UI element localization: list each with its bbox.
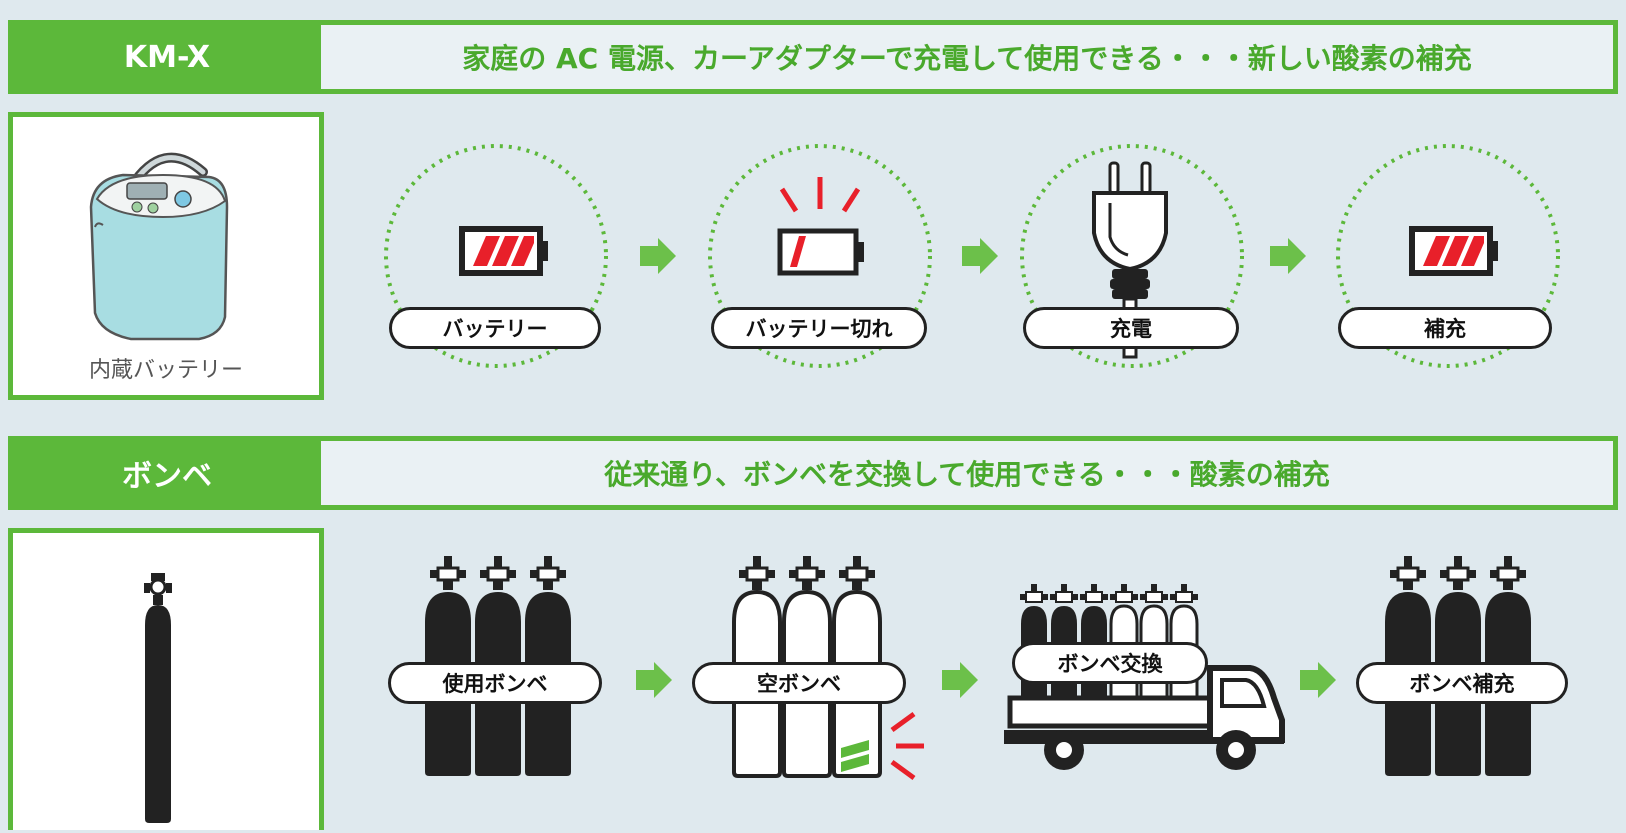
arrow-right-icon [640,238,676,274]
power-plug-icon [1092,161,1168,359]
arrow-right-icon [1270,238,1306,274]
kmx-step-label: 補充 [1338,307,1552,349]
cylinder-step-exchange: ボンベ交換 [1004,580,1294,780]
single-cylinder-icon [144,573,172,823]
battery-full-icon [459,226,548,276]
kmx-header: KM-X 家庭の AC 電源、カーアダプターで充電して使用できる・・・新しい酸素… [8,20,1618,94]
kmx-step-label: バッテリー切れ [711,307,927,349]
cylinder-header: ボンベ 従来通り、ボンベを交換して使用できる・・・酸素の補充 [8,436,1618,510]
dotted-circle [384,144,608,368]
battery-empty-icon [777,177,864,276]
kmx-tag: KM-X [13,25,321,89]
portable-concentrator-icon [89,152,229,341]
cylinder-step-empty: 空ボンベ [692,550,932,785]
cylinder-step-in-use: 使用ボンベ [388,550,608,785]
kmx-device-box: 内蔵バッテリー [8,112,324,400]
kmx-device-label: 内蔵バッテリー [88,358,243,383]
arrow-right-icon [962,238,998,274]
cylinder-device-box [8,528,324,830]
kmx-step-label: バッテリー [389,307,601,349]
dotted-circle [1336,144,1560,368]
kmx-headline: 家庭の AC 電源、カーアダプターで充電して使用できる・・・新しい酸素の補充 [462,42,1472,75]
cylinder-step-label: ボンベ交換 [1012,642,1208,684]
arrow-right-icon [942,662,978,698]
kmx-step-charge: 充電 [1010,133,1260,378]
kmx-step-battery-empty: バッテリー切れ [700,133,940,378]
cylinder-step-label: 使用ボンベ [388,662,602,704]
arrow-right-icon [1300,662,1336,698]
battery-full-icon [1409,226,1498,276]
dotted-circle [1020,144,1244,368]
cylinder-step-label: ボンベ補充 [1356,662,1568,704]
kmx-step-refill: 補充 [1326,133,1566,378]
kmx-step-battery: バッテリー [378,133,618,378]
cylinder-headline: 従来通り、ボンベを交換して使用できる・・・酸素の補充 [604,458,1330,491]
dotted-circle [708,144,932,368]
cylinder-step-refill: ボンベ補充 [1356,550,1572,785]
kmx-step-label: 充電 [1023,307,1239,349]
arrow-right-icon [636,662,672,698]
cylinder-step-label: 空ボンベ [692,662,906,704]
cylinder-tag: ボンベ [13,441,321,505]
